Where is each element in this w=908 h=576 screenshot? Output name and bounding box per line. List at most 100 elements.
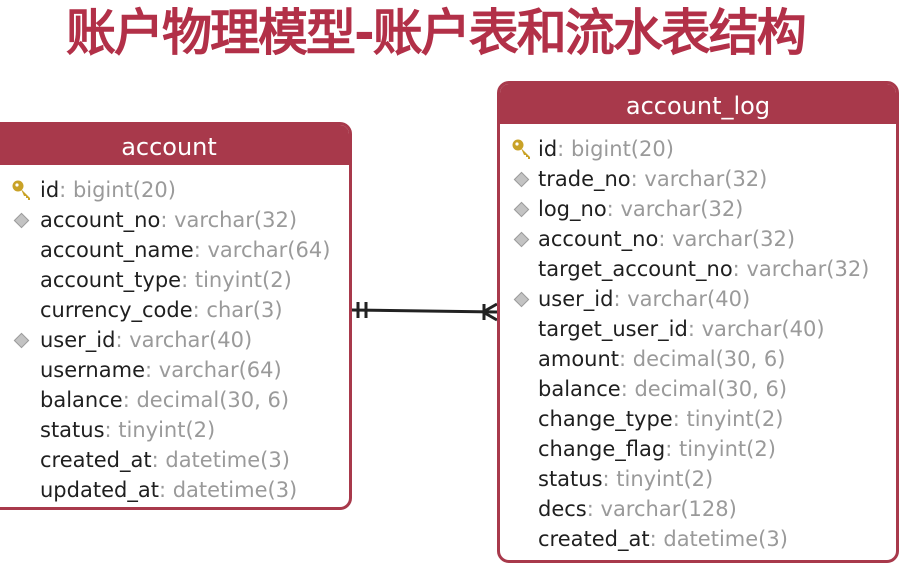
field-type: varchar(40) — [129, 328, 253, 352]
page-title: 账户物理模型-账户表和流水表结构 — [66, 4, 807, 62]
field-type: varchar(32) — [746, 257, 870, 281]
field-separator: : — [193, 238, 208, 262]
field-row-updated-at[interactable]: updated_at: datetime(3) — [0, 475, 349, 505]
field-type: varchar(40) — [701, 317, 825, 341]
index-diamond-icon — [511, 194, 531, 224]
diamond-icon — [13, 332, 30, 349]
field-row-amount[interactable]: amount: decimal(30, 6) — [500, 344, 896, 374]
field-list: id: bigint(20)account_no: varchar(32)acc… — [0, 165, 349, 505]
field-name: balance — [538, 377, 621, 401]
field-row-account-type[interactable]: account_type: tinyint(2) — [0, 265, 349, 295]
field-row-created-at[interactable]: created_at: datetime(3) — [500, 524, 896, 554]
field-separator: : — [613, 287, 628, 311]
field-row-status[interactable]: status: tinyint(2) — [500, 464, 896, 494]
field-name: updated_at — [40, 478, 159, 502]
field-separator: : — [687, 317, 702, 341]
field-name: target_user_id — [538, 317, 688, 341]
no-marker — [511, 344, 531, 374]
field-type: varchar(32) — [644, 167, 768, 191]
entity-account-table[interactable]: account id: bigint(20)account_no: varcha… — [0, 122, 352, 510]
no-marker — [511, 314, 531, 344]
no-marker — [11, 415, 31, 445]
entity-header: account — [0, 125, 349, 165]
field-name: amount — [538, 347, 620, 371]
field-type: tinyint(2) — [686, 407, 784, 431]
field-row-balance[interactable]: balance: decimal(30, 6) — [500, 374, 896, 404]
field-separator: : — [658, 227, 673, 251]
entity-header: account_log — [500, 84, 896, 124]
field-row-currency-code[interactable]: currency_code: char(3) — [0, 295, 349, 325]
field-separator: : — [602, 467, 617, 491]
field-separator: : — [732, 257, 747, 281]
field-row-id[interactable]: id: bigint(20) — [0, 175, 349, 205]
no-marker — [11, 445, 31, 475]
field-name: username — [40, 358, 145, 382]
field-type: tinyint(2) — [118, 418, 216, 442]
index-diamond-icon — [11, 205, 31, 235]
field-name: account_type — [40, 268, 182, 292]
field-row-user-id[interactable]: user_id: varchar(40) — [0, 325, 349, 355]
field-type: varchar(64) — [158, 358, 282, 382]
no-marker — [511, 524, 531, 554]
field-type: datetime(3) — [663, 527, 788, 551]
field-separator: : — [160, 208, 175, 232]
no-marker — [11, 235, 31, 265]
field-name: created_at — [40, 448, 152, 472]
field-type: varchar(128) — [600, 497, 737, 521]
diamond-icon — [513, 171, 530, 188]
field-name: decs — [538, 497, 587, 521]
field-row-target-account-no[interactable]: target_account_no: varchar(32) — [500, 254, 896, 284]
no-marker — [511, 494, 531, 524]
field-row-account-no[interactable]: account_no: varchar(32) — [500, 224, 896, 254]
field-row-account-no[interactable]: account_no: varchar(32) — [0, 205, 349, 235]
field-name: account_no — [538, 227, 659, 251]
field-row-user-id[interactable]: user_id: varchar(40) — [500, 284, 896, 314]
field-list: id: bigint(20)trade_no: varchar(32)log_n… — [500, 124, 896, 554]
field-name: id — [538, 137, 558, 161]
field-type: varchar(40) — [627, 287, 751, 311]
field-row-target-user-id[interactable]: target_user_id: varchar(40) — [500, 314, 896, 344]
field-row-created-at[interactable]: created_at: datetime(3) — [0, 445, 349, 475]
field-row-change-flag[interactable]: change_flag: tinyint(2) — [500, 434, 896, 464]
no-marker — [11, 355, 31, 385]
no-marker — [511, 464, 531, 494]
field-name: user_id — [538, 287, 614, 311]
entity-account-log-table[interactable]: account_log id: bigint(20)trade_no: varc… — [497, 81, 899, 563]
field-row-account-name[interactable]: account_name: varchar(64) — [0, 235, 349, 265]
field-type: decimal(30, 6) — [632, 347, 786, 371]
diamond-icon — [513, 291, 530, 308]
no-marker — [11, 385, 31, 415]
field-name: account_no — [40, 208, 161, 232]
field-name: id — [40, 178, 60, 202]
field-type: varchar(32) — [620, 197, 744, 221]
field-separator: : — [649, 527, 664, 551]
field-row-username[interactable]: username: varchar(64) — [0, 355, 349, 385]
field-name: change_type — [538, 407, 673, 431]
field-row-status[interactable]: status: tinyint(2) — [0, 415, 349, 445]
index-diamond-icon — [511, 284, 531, 314]
field-type: char(3) — [206, 298, 283, 322]
field-type: bigint(20) — [570, 137, 674, 161]
field-row-log-no[interactable]: log_no: varchar(32) — [500, 194, 896, 224]
field-name: log_no — [538, 197, 607, 221]
field-separator: : — [151, 448, 166, 472]
field-row-balance[interactable]: balance: decimal(30, 6) — [0, 385, 349, 415]
no-marker — [11, 475, 31, 505]
field-separator: : — [158, 478, 173, 502]
field-row-change-type[interactable]: change_type: tinyint(2) — [500, 404, 896, 434]
field-separator: : — [665, 437, 679, 461]
diamond-icon — [13, 212, 30, 229]
field-type: bigint(20) — [72, 178, 176, 202]
field-type: tinyint(2) — [616, 467, 714, 491]
field-type: datetime(3) — [172, 478, 298, 502]
index-diamond-icon — [11, 325, 31, 355]
field-separator: : — [672, 407, 687, 431]
field-separator: : — [115, 328, 130, 352]
field-type: varchar(32) — [174, 208, 298, 232]
field-separator: : — [630, 167, 645, 191]
field-row-id[interactable]: id: bigint(20) — [500, 134, 896, 164]
field-row-trade-no[interactable]: trade_no: varchar(32) — [500, 164, 896, 194]
field-row-decs[interactable]: decs: varchar(128) — [500, 494, 896, 524]
field-separator: : — [181, 268, 195, 292]
diamond-icon — [513, 201, 530, 218]
